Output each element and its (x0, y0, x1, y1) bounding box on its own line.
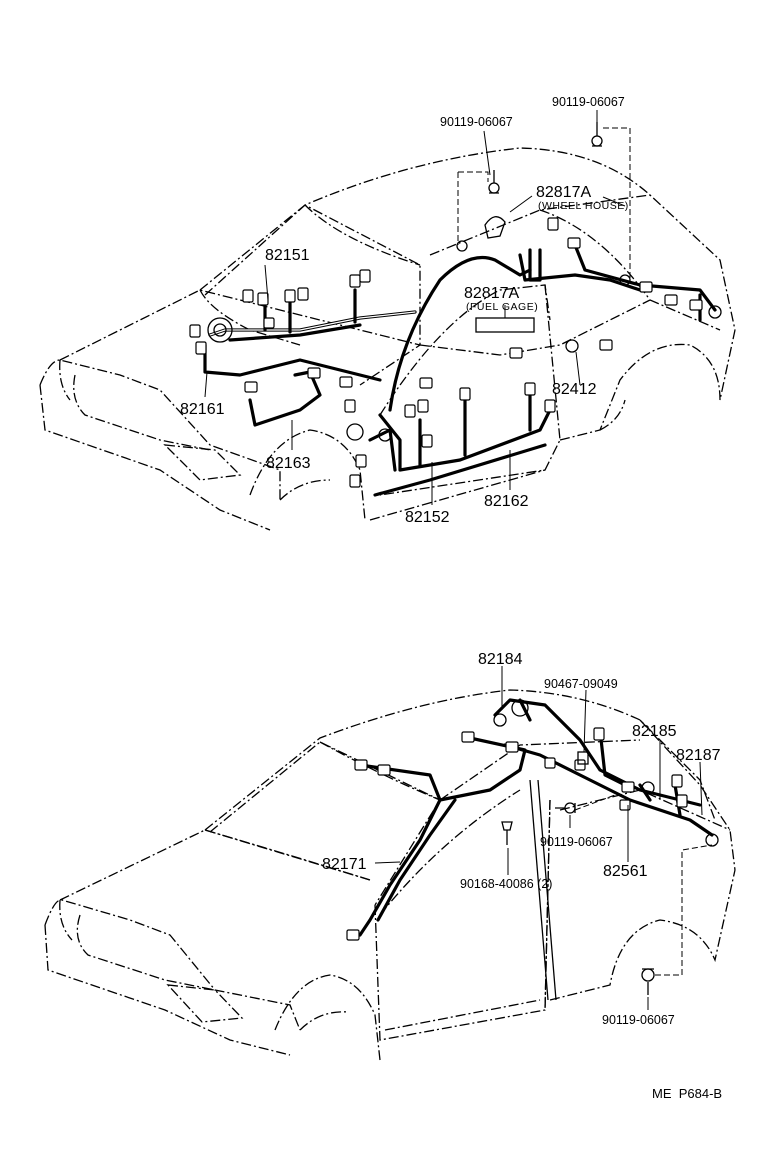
label-82185: 82185 (632, 723, 677, 740)
label-bolt-90467: 90467-09049 (544, 677, 618, 691)
bottom-labels: 82184 90467-09049 82185 82187 90119-0606… (322, 651, 721, 1027)
label-bolt-c: 90119-06067 (540, 835, 613, 849)
label-82151: 82151 (265, 247, 310, 264)
label-bolt-b: 90119-06067 (552, 95, 625, 109)
label-82412: 82412 (552, 381, 597, 398)
note-fuel-gage: (FUEL GAGE) (466, 301, 538, 313)
bottom-connectors (346, 699, 719, 995)
top-car-body (39, 147, 736, 531)
reference-code: ME P684-B (652, 1086, 722, 1101)
top-labels: 90119-06067 90119-06067 82817A (WHEEL HO… (180, 95, 629, 526)
note-wheel-house: (WHEEL HOUSE) (538, 200, 629, 212)
label-82171: 82171 (322, 856, 367, 873)
label-82561: 82561 (603, 863, 648, 880)
label-82163: 82163 (266, 455, 311, 472)
top-harnesses (203, 243, 717, 497)
label-82817a-fuel-gage: 82817A (464, 285, 519, 302)
label-clip-90168: 90168-40086 (2) (460, 877, 552, 891)
bottom-leaders (374, 666, 713, 1010)
label-bolt-d: 90119-06067 (602, 1013, 675, 1027)
label-82817a-wheel-house: 82817A (536, 184, 591, 201)
label-82152: 82152 (405, 509, 450, 526)
bottom-harnesses (358, 698, 714, 937)
label-82187: 82187 (676, 747, 721, 764)
label-82184: 82184 (478, 651, 523, 668)
label-82162: 82162 (484, 493, 529, 510)
label-bolt-a: 90119-06067 (440, 115, 513, 129)
top-leaders (204, 110, 631, 505)
top-connectors (189, 122, 722, 488)
label-82161: 82161 (180, 401, 225, 418)
